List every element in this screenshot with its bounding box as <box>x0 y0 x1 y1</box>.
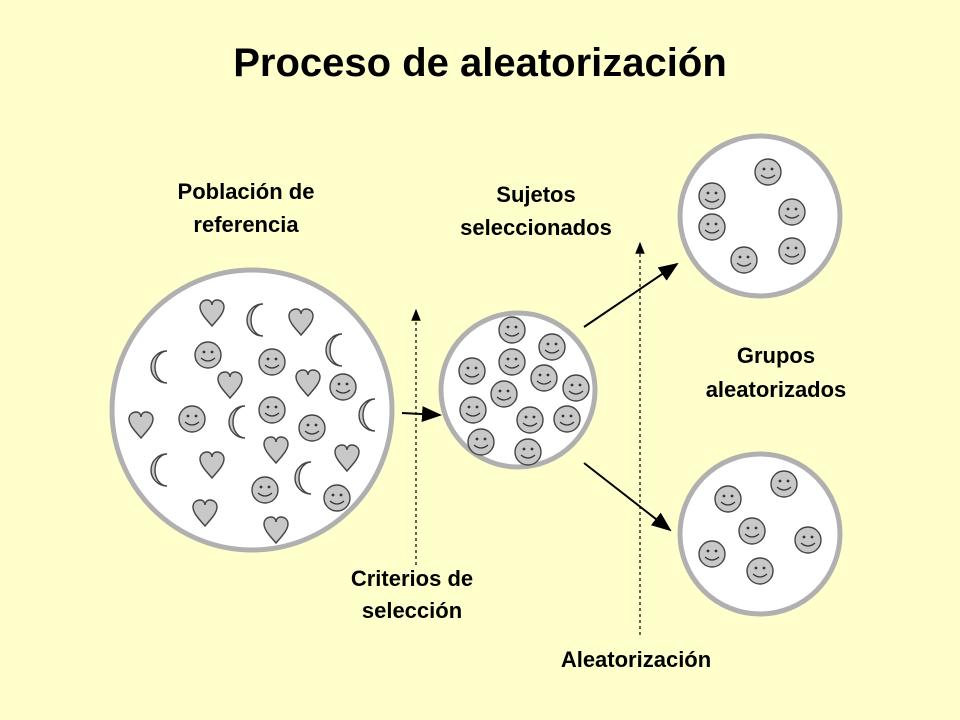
smiley-face-icon <box>770 470 798 498</box>
smiley-face-icon <box>530 364 558 392</box>
smiley-face-icon <box>323 484 351 512</box>
selected-label-line2: seleccionados <box>460 215 612 240</box>
groups-label-line1: Grupos <box>737 343 815 368</box>
smiley-face-icon <box>490 380 518 408</box>
smiley-face-icon <box>258 396 286 424</box>
population-label-line2: referencia <box>193 212 299 237</box>
smiley-face-icon <box>562 374 590 402</box>
smiley-face-icon <box>194 341 222 369</box>
smiley-face-icon <box>754 158 782 186</box>
population-circle <box>109 267 395 553</box>
smiley-face-icon <box>738 517 766 545</box>
smiley-face-icon <box>251 476 279 504</box>
selection-arrow <box>401 406 442 423</box>
groups-label-line2: aleatorizados <box>706 377 847 402</box>
randomization-label: Aleatorización <box>561 647 711 672</box>
smiley-face-icon <box>178 405 206 433</box>
smiley-face-icon <box>298 414 326 442</box>
smiley-face-icon <box>553 405 581 433</box>
smiley-face-icon <box>514 438 542 466</box>
smiley-face-icon <box>459 396 487 424</box>
criteria-label-line2: selección <box>362 598 462 623</box>
smiley-face-icon <box>329 373 357 401</box>
population-label-line1: Población de <box>178 179 315 204</box>
smiley-face-icon <box>258 348 286 376</box>
criteria-label-line1: Criterios de <box>351 566 473 591</box>
smiley-face-icon <box>516 406 544 434</box>
smiley-face-icon <box>730 246 758 274</box>
arrow-to-group-top <box>583 262 679 328</box>
page-title: Proceso de aleatorización <box>233 41 727 85</box>
smiley-face-icon <box>538 333 566 361</box>
smiley-face-icon <box>498 316 526 344</box>
smiley-face-icon <box>467 428 495 456</box>
selected-label-line1: Sujetos <box>496 182 575 207</box>
smiley-face-icon <box>746 557 774 585</box>
smiley-face-icon <box>794 526 822 554</box>
smiley-face-icon <box>778 237 806 265</box>
smiley-face-icon <box>778 198 806 226</box>
smiley-face-icon <box>698 540 726 568</box>
smiley-face-icon <box>714 485 742 513</box>
arrow-to-group-bottom <box>583 462 672 532</box>
smiley-face-icon <box>698 213 726 241</box>
smiley-face-icon <box>458 357 486 385</box>
smiley-face-icon <box>698 182 726 210</box>
smiley-face-icon <box>498 348 526 376</box>
